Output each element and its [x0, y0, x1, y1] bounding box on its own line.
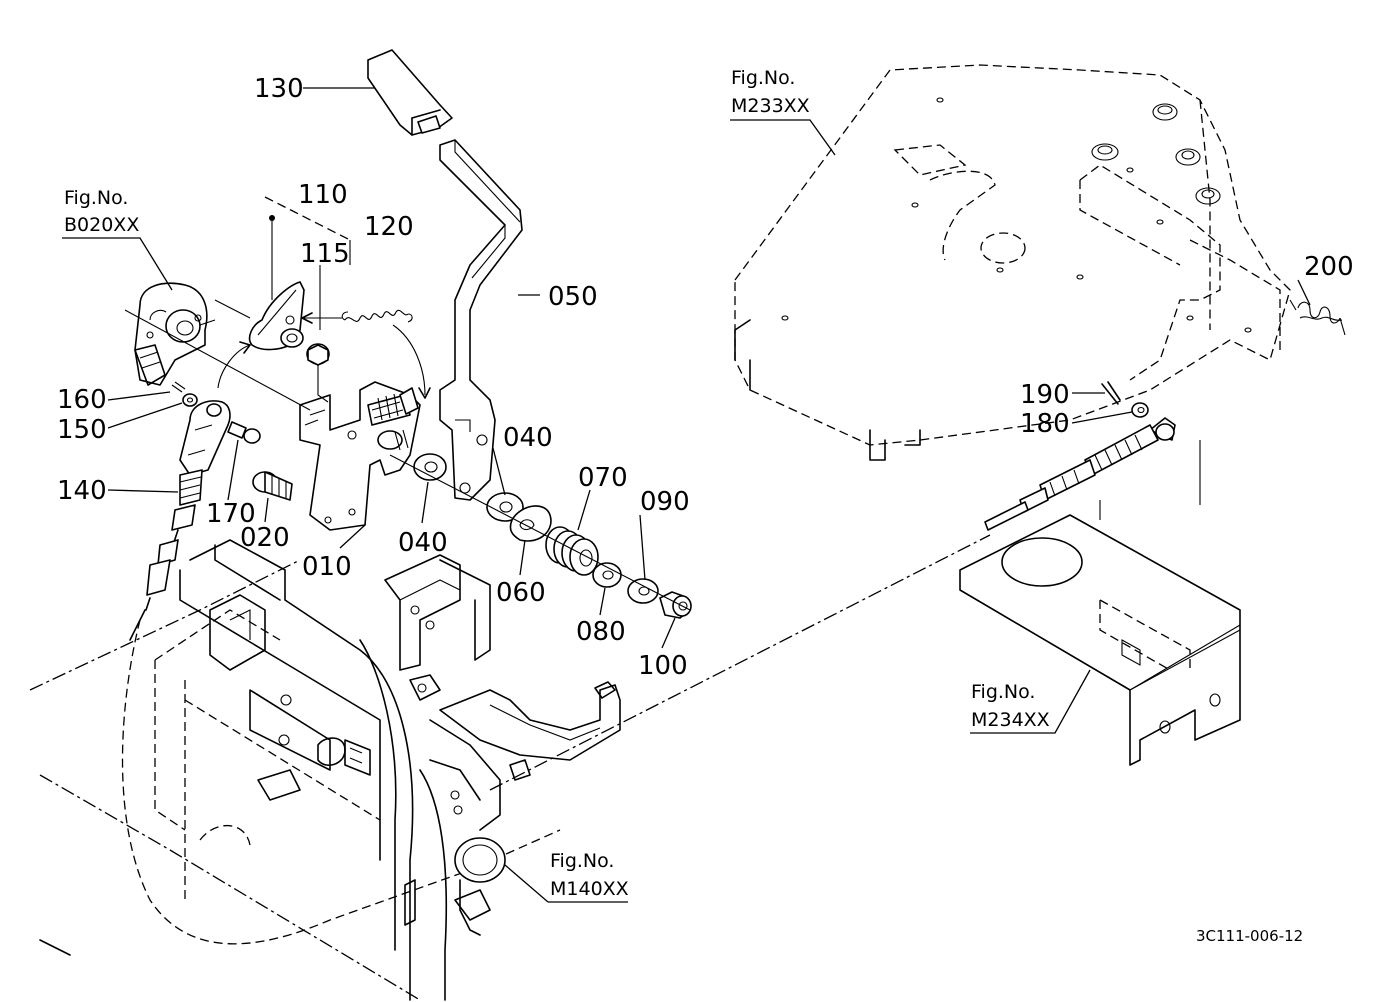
- part-050-lever: [439, 139, 523, 501]
- part-140-cable-end: [129, 400, 231, 641]
- label-200: 200: [1304, 252, 1354, 282]
- part-130-grip: [367, 49, 453, 136]
- part-100-nut: [659, 591, 692, 619]
- label-100: 100: [638, 651, 688, 681]
- fig-ref-m234xx-code: M234XX: [971, 709, 1050, 731]
- cable-housing: [984, 417, 1176, 531]
- part-090-washer: [627, 578, 659, 604]
- part-180-washer: [1131, 402, 1149, 418]
- part-020-bolt: [252, 471, 293, 501]
- label-150: 150: [57, 415, 107, 445]
- part-070-spring: [545, 526, 599, 576]
- part-115-collar: [306, 343, 330, 366]
- part-010-bracket: [299, 381, 421, 531]
- part-150-washer: [182, 393, 198, 407]
- frame-body: [29, 539, 561, 1001]
- cable-routing: [489, 534, 991, 791]
- label-170: 170: [206, 499, 256, 529]
- part-120-spring: [341, 309, 413, 323]
- label-040-b: 040: [398, 528, 448, 558]
- label-180: 180: [1020, 409, 1070, 439]
- fig-ref-m140xx-caption: Fig.No.: [550, 850, 614, 872]
- fig-ref-b020xx-caption: Fig.No.: [64, 187, 128, 209]
- label-160: 160: [57, 385, 107, 415]
- label-110: 110: [298, 180, 348, 210]
- figure-references: Fig.No. B020XX Fig.No. M233XX Fig.No. M2…: [64, 67, 1050, 900]
- label-020: 020: [240, 523, 290, 553]
- part-170-pin: [227, 421, 261, 444]
- assembly-arrows: [217, 312, 431, 403]
- label-010: 010: [302, 552, 352, 582]
- part-number-labels: 130 110 120 115 050 160 150 140 170 020 …: [57, 74, 1354, 681]
- sensor-unit: [124, 282, 311, 411]
- center-brackets: [384, 554, 621, 936]
- label-080: 080: [576, 617, 626, 647]
- part-160-pin: [171, 381, 186, 393]
- label-120: 120: [364, 212, 414, 242]
- part-080-washer: [592, 562, 622, 588]
- stack-axis: [389, 454, 691, 611]
- part-110-cam-plate: [248, 281, 305, 351]
- label-050: 050: [548, 282, 598, 312]
- part-040-washer-b: [486, 492, 524, 522]
- cable-bracket: [959, 440, 1241, 766]
- leader-lines: [107, 87, 1311, 649]
- floor-plate: [734, 64, 1291, 461]
- part-190-pin: [1101, 381, 1121, 405]
- fig-ref-m233xx-caption: Fig.No.: [731, 67, 795, 89]
- drawing-code: 3C111-006-12: [1196, 927, 1303, 945]
- fig-ref-b020xx-code: B020XX: [64, 214, 139, 236]
- label-115: 115: [300, 239, 350, 269]
- label-190: 190: [1020, 380, 1070, 410]
- fig-ref-m233xx-code: M233XX: [731, 95, 810, 117]
- label-060: 060: [496, 578, 546, 608]
- figure-ref-leaders: [62, 119, 1091, 903]
- fig-ref-m140xx-code: M140XX: [550, 878, 629, 900]
- label-130: 130: [254, 74, 304, 104]
- part-200-spring: [1289, 299, 1346, 336]
- fig-ref-m234xx-caption: Fig.No.: [971, 681, 1035, 703]
- label-070: 070: [578, 463, 628, 493]
- label-090: 090: [640, 487, 690, 517]
- label-040-a: 040: [503, 423, 553, 453]
- group-bracket-110: [264, 196, 351, 330]
- label-140: 140: [57, 476, 107, 506]
